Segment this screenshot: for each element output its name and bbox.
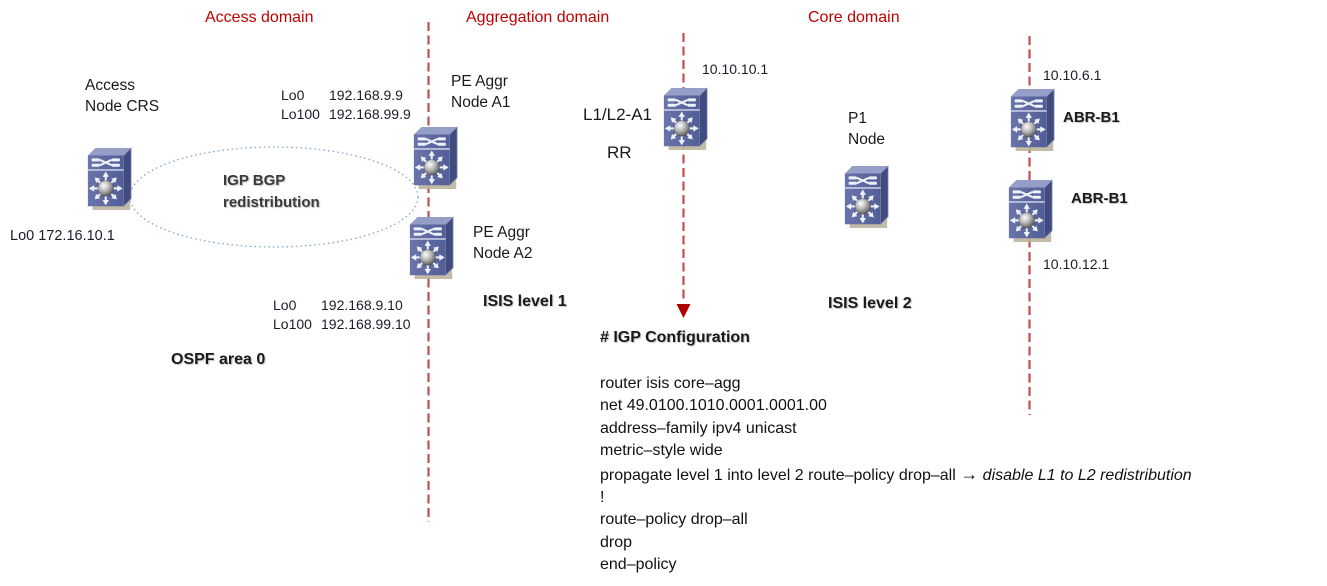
config-line: net 49.0100.1010.0001.0001.00 <box>600 397 827 415</box>
igp-config-heading: # IGP Configuration <box>600 329 750 346</box>
isis-level1-label: ISIS level 1 <box>483 293 567 310</box>
aggregation-domain-title: Aggregation domain <box>466 9 610 26</box>
pe-aggr-a1-loopback-table: Lo0 192.168.9.9 Lo100 192.168.99.9 <box>281 86 411 124</box>
igp-bgp-redistribution-label: IGP BGP redistribution <box>223 172 320 211</box>
propagate-note: disable L1 to L2 redistribution <box>978 466 1192 484</box>
router-icon-abr-b1-bottom <box>1007 177 1054 245</box>
access-crs-loopback-label: Lo0 172.16.10.1 <box>10 228 115 244</box>
pe-aggr-a1-label: PE Aggr Node A1 <box>451 73 511 111</box>
access-crs-label: Access Node CRS <box>85 77 160 115</box>
config-line: address–family ipv4 unicast <box>600 419 797 437</box>
abr-b1-bottom-ip-label: 10.10.12.1 <box>1043 256 1110 272</box>
config-line: ! <box>600 489 605 507</box>
loopback-row: Lo0 192.168.9.10 <box>273 296 411 315</box>
loopback-row: Lo100 192.168.99.9 <box>281 105 411 124</box>
loopback-name: Lo100 <box>273 316 312 332</box>
loopback-ip: 192.168.9.9 <box>329 87 403 103</box>
router-icon-pe-aggr-a1 <box>412 124 459 192</box>
loopback-row: Lo0 192.168.9.9 <box>281 86 411 105</box>
config-line: metric–style wide <box>600 442 723 460</box>
config-line: end–policy <box>600 556 677 574</box>
config-line: router isis core–agg <box>600 375 741 392</box>
l1l2-a1-rr-label: RR <box>607 143 632 162</box>
pe-aggr-a2-label: PE Aggr Node A2 <box>473 224 533 262</box>
config-line-propagate: propagate level 1 into level 2 route–pol… <box>600 463 1192 487</box>
p1-node-label: P1 Node <box>848 110 886 148</box>
access-domain-title: Access domain <box>205 9 314 26</box>
isis-level2-label: ISIS level 2 <box>828 295 912 312</box>
loopback-name: Lo100 <box>281 106 320 122</box>
loopback-row: Lo100 192.168.99.10 <box>273 315 411 334</box>
router-icon-pe-aggr-a2 <box>408 214 455 282</box>
core-domain-title: Core domain <box>808 9 900 26</box>
right-arrow-icon: → <box>960 463 979 484</box>
router-icon-l1l2-a1 <box>662 85 709 153</box>
router-icon-abr-b1-top <box>1009 86 1056 154</box>
loopback-ip: 192.168.99.10 <box>321 316 411 332</box>
abr-b1-bottom-label: ABR-B1 <box>1071 190 1128 207</box>
l1l2-a1-label: L1/L2-A1 <box>583 105 652 124</box>
igp-config-block: router isis core–agg net 49.0100.1010.00… <box>600 373 1192 577</box>
propagate-text: propagate level 1 into level 2 route–pol… <box>600 466 961 484</box>
abr-b1-top-ip-label: 10.10.6.1 <box>1043 67 1102 83</box>
loopback-ip: 192.168.9.10 <box>321 297 403 313</box>
ospf-area-label: OSPF area 0 <box>171 351 266 368</box>
config-line: route–policy drop–all <box>600 511 748 529</box>
l1l2-a1-ip-label: 10.10.10.1 <box>702 61 769 77</box>
loopback-name: Lo0 <box>281 87 305 103</box>
abr-b1-top-label: ABR-B1 <box>1063 109 1120 126</box>
loopback-name: Lo0 <box>273 297 297 313</box>
router-icon-p1 <box>843 163 890 231</box>
config-line: drop <box>600 533 633 551</box>
config-pointer-arrowhead-icon <box>676 304 691 318</box>
loopback-ip: 192.168.99.9 <box>329 106 411 122</box>
router-icon-access-crs <box>86 145 133 213</box>
pe-aggr-a2-loopback-table: Lo0 192.168.9.10 Lo100 192.168.99.10 <box>273 296 411 334</box>
